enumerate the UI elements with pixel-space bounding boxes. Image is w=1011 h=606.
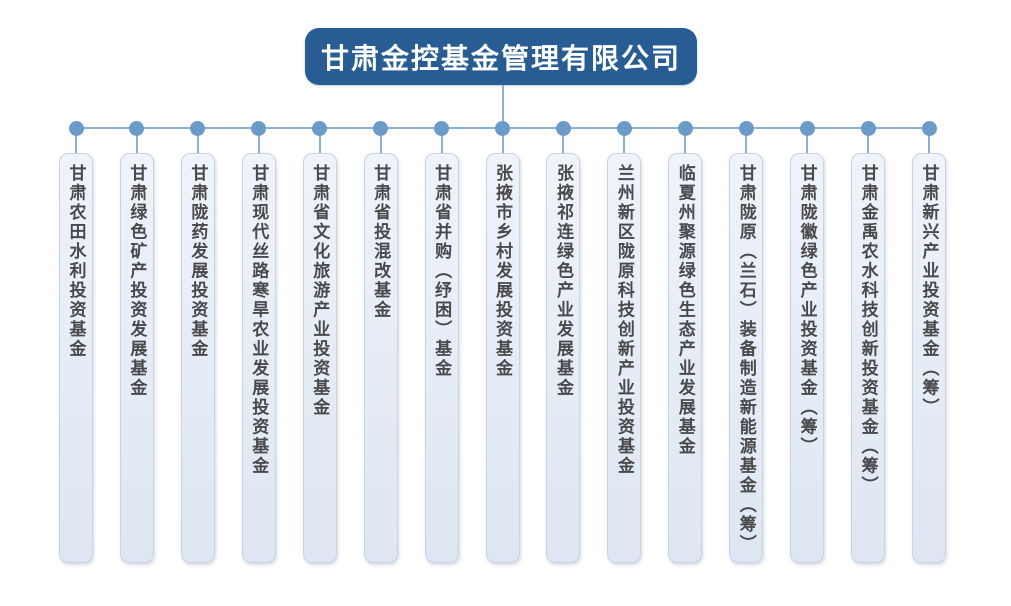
branch-dot-icon	[616, 121, 632, 136]
fund-node-label: 甘肃省并购（纾困）基金	[432, 164, 452, 379]
branch-dot-icon	[434, 121, 450, 136]
branch-drop-line	[196, 128, 199, 155]
branch-dot-icon	[921, 121, 937, 136]
branch-dot-icon	[738, 121, 754, 136]
branch-drop-line	[318, 128, 321, 155]
branch-dot-icon	[495, 121, 510, 136]
branch-drop-line	[501, 128, 504, 155]
root-connector-stem	[502, 85, 504, 128]
fund-node[interactable]: 甘肃金禹农水科技创新投资基金（筹）	[851, 153, 886, 563]
branch-drop-line	[135, 128, 138, 155]
fund-node[interactable]: 甘肃新兴产业投资基金（筹）	[912, 153, 947, 563]
branch-drop-line	[928, 128, 931, 155]
branch-dot-icon	[677, 121, 693, 136]
fund-node[interactable]: 甘肃陇徽绿色产业投资基金（筹）	[790, 153, 825, 563]
fund-node[interactable]: 甘肃现代丝路寒旱农业发展投资基金	[241, 153, 276, 563]
fund-node-label: 张掖市乡村发展投资基金	[493, 164, 512, 379]
fund-node[interactable]: 甘肃省并购（纾困）基金	[424, 153, 459, 563]
fund-node-label: 临夏州聚源绿色生态产业发展基金	[675, 164, 695, 457]
branch-dot-icon	[68, 121, 84, 136]
branch-drop-line	[867, 128, 870, 155]
branch-drop-line	[684, 128, 687, 155]
branch-dot-icon	[129, 121, 145, 136]
fund-node-label: 兰州新区陇原科技创新产业投资基金	[614, 164, 634, 476]
fund-node-label: 甘肃陇药发展投资基金	[188, 164, 208, 359]
branch-drop-line	[806, 128, 809, 155]
fund-node-label: 甘肃省投混改基金	[371, 164, 391, 320]
fund-node[interactable]: 张掖祁连绿色产业发展基金	[546, 153, 581, 563]
fund-node[interactable]: 甘肃陇原（兰石）装备制造新能源基金（筹）	[729, 153, 764, 563]
branch-drop-line	[562, 128, 565, 155]
fund-node[interactable]: 甘肃农田水利投资基金	[59, 153, 93, 563]
fund-node-label: 甘肃现代丝路寒旱农业发展投资基金	[249, 164, 269, 476]
branch-drop-line	[745, 128, 748, 155]
fund-node[interactable]: 临夏州聚源绿色生态产业发展基金	[668, 153, 703, 563]
fund-node-label: 张掖祁连绿色产业发展基金	[553, 164, 573, 398]
root-node[interactable]: 甘肃金控基金管理有限公司	[305, 28, 697, 85]
fund-node[interactable]: 张掖市乡村发展投资基金	[485, 153, 520, 563]
branch-dot-icon	[190, 121, 206, 136]
fund-node-label: 甘肃绿色矿产投资发展基金	[127, 164, 147, 398]
fund-node[interactable]: 甘肃省投混改基金	[363, 153, 398, 563]
fund-node-label: 甘肃陇徽绿色产业投资基金（筹）	[797, 164, 817, 457]
branch-dot-icon	[373, 121, 389, 136]
fund-node-label: 甘肃金禹农水科技创新投资基金（筹）	[858, 164, 878, 496]
fund-node-label: 甘肃陇原（兰石）装备制造新能源基金（筹）	[736, 164, 756, 554]
fund-node[interactable]: 甘肃绿色矿产投资发展基金	[119, 153, 154, 563]
branch-drop-line	[257, 128, 260, 155]
branch-dot-icon	[799, 121, 815, 136]
branch-drop-line	[623, 128, 626, 155]
root-node-label: 甘肃金控基金管理有限公司	[320, 42, 681, 74]
fund-node-label: 甘肃农田水利投资基金	[66, 164, 86, 359]
branch-dot-icon	[251, 121, 267, 136]
fund-node[interactable]: 甘肃省文化旅游产业投资基金	[302, 153, 337, 563]
branch-drop-line	[75, 128, 77, 155]
branch-drop-line	[440, 128, 443, 155]
fund-node[interactable]: 甘肃陇药发展投资基金	[180, 153, 215, 563]
branch-dot-icon	[555, 121, 571, 136]
branch-dot-icon	[312, 121, 328, 136]
fund-node[interactable]: 兰州新区陇原科技创新产业投资基金	[607, 153, 642, 563]
fund-node-label: 甘肃省文化旅游产业投资基金	[310, 164, 330, 418]
branch-dot-icon	[860, 121, 876, 136]
branch-drop-line	[379, 128, 382, 155]
fund-node-label: 甘肃新兴产业投资基金（筹）	[919, 164, 939, 418]
